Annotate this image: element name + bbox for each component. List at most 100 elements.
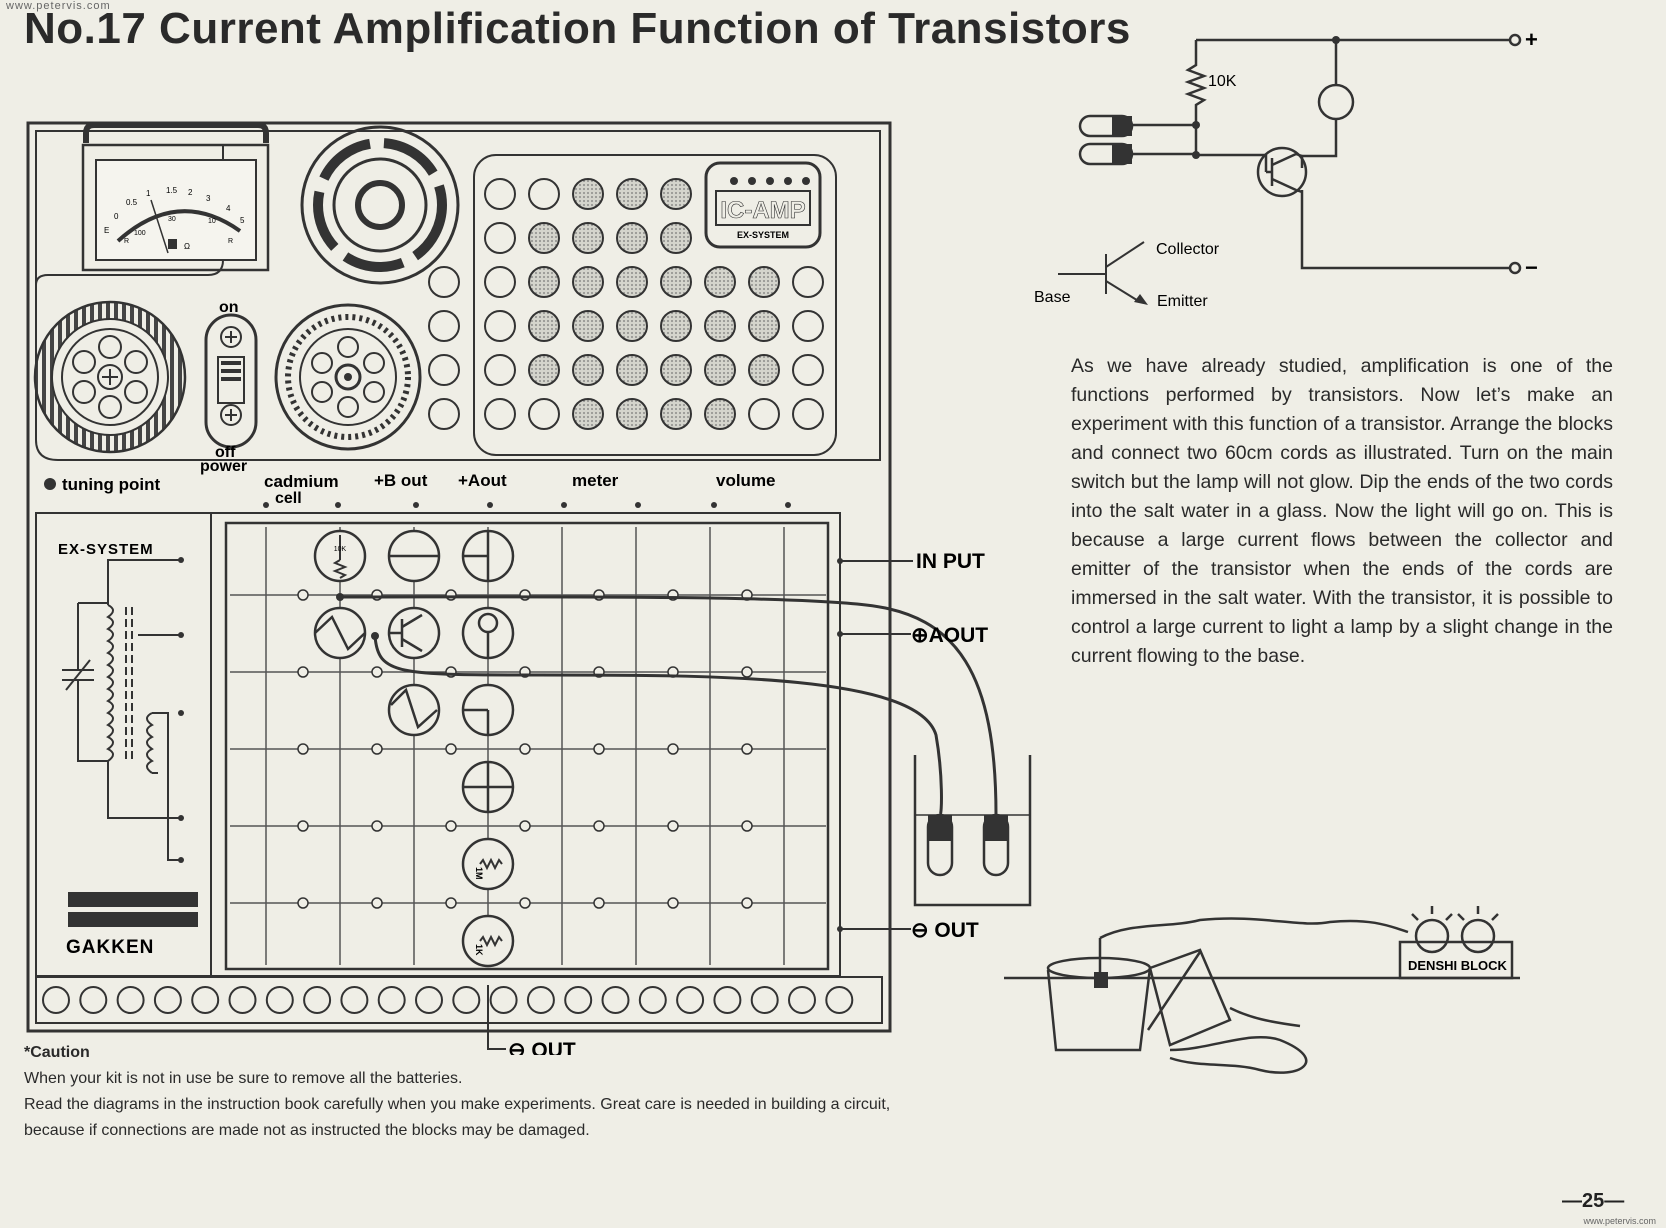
panel-hole — [484, 222, 516, 254]
caution-heading: *Caution — [24, 1044, 90, 1061]
strip-hole — [116, 986, 145, 1014]
meter-scale-1: 0 — [114, 212, 119, 221]
panel-hole — [528, 354, 560, 386]
meter-scale-8: 5 — [240, 216, 245, 225]
bout-label: +B out — [374, 471, 428, 490]
panel-hole — [572, 178, 604, 210]
strip-hole — [526, 986, 555, 1014]
brand-bar-1 — [68, 892, 198, 907]
volume-label: volume — [716, 471, 776, 490]
panel-hole — [428, 310, 460, 342]
brand-bar-2 — [68, 912, 198, 927]
grid-node — [371, 589, 383, 601]
panel-hole — [704, 398, 736, 430]
caution-block: *Caution When your kit is not in use be … — [24, 1040, 924, 1144]
switch-on-label: on — [219, 299, 239, 316]
strip-hole — [42, 986, 70, 1014]
panel-hole — [572, 310, 604, 342]
grid-node — [519, 820, 531, 832]
strip-hole — [303, 986, 332, 1014]
strip-hole — [825, 986, 854, 1014]
grid-node — [445, 589, 457, 601]
panel-hole — [660, 266, 692, 298]
probe-tips-icon — [1078, 114, 1196, 166]
grid-node — [445, 743, 457, 755]
meter-sub-1: 100 — [134, 230, 146, 237]
grid-node — [371, 820, 383, 832]
page-title: No.17 Current Amplification Function of … — [24, 4, 1131, 53]
glass-icon — [913, 755, 1032, 907]
meter-sub-5: R — [228, 238, 233, 245]
meter-scale-2: 0.5 — [126, 198, 138, 207]
grid-node — [593, 897, 605, 909]
meter-sub-2: 30 — [168, 216, 176, 223]
panel-hole — [792, 266, 824, 298]
base-label: Base — [1034, 289, 1071, 306]
panel-hole — [528, 310, 560, 342]
grid-node — [445, 897, 457, 909]
panel-hole — [660, 222, 692, 254]
description-text: As we have already studied, amplificatio… — [1071, 355, 1613, 667]
transistor-schematic: 10K + − Collector Base Emitter — [1034, 27, 1538, 310]
meter-scale-3: 1 — [146, 189, 151, 198]
denshi-block-label: DENSHI BLOCK — [1408, 958, 1508, 973]
strip-hole — [377, 986, 406, 1014]
tuning-dial-icon — [33, 300, 187, 454]
cords — [339, 595, 998, 817]
panel-hole — [792, 398, 824, 430]
panel-hole — [616, 398, 648, 430]
block-1k-label: 1K — [474, 944, 484, 956]
power-switch[interactable] — [204, 313, 258, 449]
panel-hole — [792, 354, 824, 386]
grid-node — [371, 897, 383, 909]
strip-hole — [415, 986, 443, 1014]
component-blocks — [313, 529, 515, 968]
panel-hole — [616, 222, 648, 254]
panel-hole — [748, 266, 780, 298]
panel-hole — [528, 178, 560, 210]
strip-hole — [452, 986, 481, 1014]
grid-node — [667, 897, 679, 909]
meter-scale-4: 1.5 — [166, 186, 178, 195]
grid-node — [741, 666, 753, 678]
caution-line-1: When your kit is not in use be sure to r… — [24, 1070, 463, 1087]
panel-hole — [792, 310, 824, 342]
grid-node — [297, 666, 309, 678]
grid-node — [741, 743, 753, 755]
meter-scale-7: 4 — [226, 204, 231, 213]
coil-icon — [62, 559, 181, 861]
ic-amp-text: IC-AMP — [720, 197, 805, 224]
panel-hole — [660, 354, 692, 386]
block-10k-label: 10K — [334, 546, 347, 553]
grid-node — [297, 743, 309, 755]
gakken-label: GAKKEN — [66, 937, 154, 958]
panel-hole — [616, 178, 648, 210]
strip-hole — [750, 986, 779, 1014]
emitter-label: Emitter — [1157, 293, 1208, 310]
input-label: IN PUT — [916, 550, 985, 573]
watermark-bottom: www.petervis.com — [1583, 1216, 1656, 1226]
hole-panel — [473, 154, 837, 456]
panel-hole — [660, 310, 692, 342]
panel-hole — [660, 398, 692, 430]
grid-node — [445, 820, 457, 832]
meter-label: meter — [572, 471, 619, 490]
out-side-label: ⊖ OUT — [911, 919, 979, 942]
meter-scale-5: 2 — [188, 188, 193, 197]
cell-label: cell — [275, 490, 302, 507]
ex-system-label: EX-SYSTEM — [58, 541, 154, 558]
volume-dial-icon — [274, 303, 422, 451]
panel-hole — [704, 354, 736, 386]
grid-node — [371, 743, 383, 755]
resistor-label: 10K — [1208, 73, 1237, 90]
block-1m-label: 1M — [474, 867, 484, 880]
meter-sub-0: R — [124, 238, 129, 245]
panel-hole — [748, 398, 780, 430]
aout-top-label: +Aout — [458, 471, 507, 490]
grid-node — [519, 589, 531, 601]
panel-hole — [572, 398, 604, 430]
meter-icon — [81, 122, 270, 272]
panel-hole — [616, 266, 648, 298]
panel-hole — [572, 354, 604, 386]
strip-hole — [788, 986, 816, 1014]
